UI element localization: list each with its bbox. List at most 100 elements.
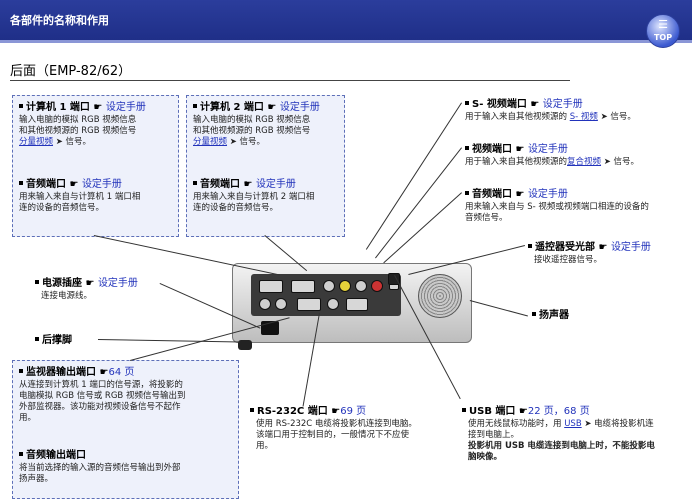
- leader-line: [93, 235, 280, 276]
- rs232-title: RS-232C 端口: [257, 406, 328, 417]
- audio-l-connector: [355, 280, 367, 292]
- audio-out-desc-1: 将当前选择的输入源的音频信号输出到外部: [19, 463, 181, 473]
- rear-port-panel: [251, 274, 401, 316]
- link-arrow-icon: ➤: [603, 157, 611, 167]
- top-button-label: TOP: [653, 33, 673, 42]
- rear-foot-graphic: [238, 340, 252, 350]
- monitor-out-connector: [297, 298, 321, 311]
- projector-rear-illustration: [232, 263, 472, 343]
- audio-r-connector: [371, 280, 383, 292]
- usb-desc: 使用无线鼠标功能时，用: [468, 419, 565, 429]
- video-connector: [339, 280, 351, 292]
- monitor-out-desc-4: 用。: [19, 413, 37, 423]
- link-arrow-icon: ➤: [229, 137, 237, 147]
- page-header-title: 各部件的名称和作用: [10, 14, 109, 27]
- usb-item: USB 端口 ☛22 页，68 页 使用无线鼠标功能时，用 USB ➤ 电缆将投…: [462, 405, 690, 463]
- hand-pointer-icon: ☛: [69, 179, 79, 190]
- computer2-port-desc-1: 输入电脑的模拟 RGB 视频信息: [193, 115, 311, 125]
- video-title: 视频端口: [472, 144, 512, 155]
- link-arrow-icon: ➤: [600, 112, 608, 122]
- audio3-title: 音频端口: [472, 189, 512, 200]
- computer1-port-desc-tail: 信号。: [65, 137, 92, 147]
- speaker-item: 扬声器: [532, 309, 612, 322]
- power-title: 电源插座: [42, 278, 82, 289]
- hand-pointer-icon: ☛: [243, 179, 253, 190]
- usb-desc-tail: 电缆将投影机连: [591, 419, 654, 429]
- monitor-out-desc-1: 从连接到计算机 1 端口的信号源，将投影的: [19, 380, 183, 390]
- audio2-ref-link[interactable]: 设定手册: [255, 179, 296, 190]
- rs232-desc-1: 使用 RS-232C 电缆将投影机连接到电脑。: [256, 419, 417, 429]
- audio2-item: 音频端口 ☛ 设定手册 用来输入来自与计算机 2 端口相 连的设备的音频信号。: [193, 178, 343, 214]
- usb-note-2: 脑映像。: [468, 452, 503, 462]
- audio-out-desc-2: 扬声器。: [19, 474, 54, 484]
- computer2-port-ref-link[interactable]: 设定手册: [279, 102, 320, 113]
- link-arrow-icon: ➤: [584, 419, 592, 429]
- monitor-out-ref-link[interactable]: 64 页: [108, 367, 135, 378]
- rs232-ref-link[interactable]: 69 页: [340, 406, 367, 417]
- video-ref-link[interactable]: 设定手册: [527, 144, 568, 155]
- remote-receiver-item: 遥控器受光部 ☛ 设定手册 接收遥控器信号。: [528, 241, 688, 266]
- computer1-port-desc-1: 输入电脑的模拟 RGB 视频信息: [19, 115, 137, 125]
- power-ref-link[interactable]: 设定手册: [97, 278, 138, 289]
- leader-line: [365, 102, 462, 250]
- remote-title: 遥控器受光部: [535, 242, 595, 253]
- audio1-desc-1: 用来输入来自与计算机 1 端口相: [19, 192, 141, 202]
- audio2-title: 音频端口: [200, 179, 240, 190]
- rear-foot-title: 后撑脚: [42, 335, 72, 346]
- audio1-item: 音频端口 ☛ 设定手册 用来输入来自与计算机 1 端口相 连的设备的音频信号。: [19, 178, 177, 214]
- computer2-connector: [291, 280, 315, 293]
- computer1-port-ref-link[interactable]: 设定手册: [105, 102, 146, 113]
- monitor-out-item: 监视器输出端口 ☛64 页 从连接到计算机 1 端口的信号源，将投影的 电脑模拟…: [19, 366, 234, 424]
- svideo-link[interactable]: S- 视频: [569, 112, 598, 122]
- usb-link[interactable]: USB: [564, 419, 582, 429]
- hand-pointer-icon: ☛: [93, 102, 103, 113]
- computer1-connector: [259, 280, 283, 293]
- audio-out-connector: [327, 298, 339, 310]
- computer1-port-desc-2: 和其他视频源的 RGB 视频信号: [19, 126, 137, 136]
- section-divider: [10, 80, 570, 81]
- video-desc: 用于输入来自其他视频源的: [465, 157, 568, 167]
- video-item: 视频端口 ☛ 设定手册 用于输入来自其他视频源的复合视频 ➤ 信号。: [465, 143, 690, 168]
- audio2-desc-1: 用来输入来自与计算机 2 端口相: [193, 192, 315, 202]
- computer2-port-desc-tail: 信号。: [239, 137, 266, 147]
- usb-ref-link[interactable]: 22 页，68 页: [527, 406, 590, 417]
- audio-out-item: 音频输出端口 将当前选择的输入源的音频信号输出到外部 扬声器。: [19, 449, 234, 485]
- computer2-port-title: 计算机 2 端口: [200, 102, 264, 113]
- svideo-ref-link[interactable]: 设定手册: [542, 99, 583, 110]
- computer2-port-item: 计算机 2 端口 ☛ 设定手册 输入电脑的模拟 RGB 视频信息 和其他视频源的…: [193, 101, 343, 148]
- usb-desc-2: 接到电脑上。: [468, 430, 520, 440]
- top-button[interactable]: ☰ TOP: [646, 14, 680, 48]
- component-video-link[interactable]: 分量视频: [19, 137, 54, 147]
- svideo-desc-tail: 信号。: [607, 112, 636, 122]
- monitor-audio-out-box: 监视器输出端口 ☛64 页 从连接到计算机 1 端口的信号源，将投影的 电脑模拟…: [12, 360, 239, 499]
- audio3-ref-link[interactable]: 设定手册: [527, 189, 568, 200]
- component-video-link[interactable]: 分量视频: [193, 137, 228, 147]
- power-desc: 连接电源线。: [41, 291, 93, 301]
- speaker-title: 扬声器: [539, 310, 569, 321]
- audio1-title: 音频端口: [26, 179, 66, 190]
- svideo-item: S- 视频端口 ☛ 设定手册 用于输入来自其他视频源的 S- 视频 ➤ 信号。: [465, 98, 690, 123]
- header-underline: [0, 40, 692, 43]
- hand-pointer-icon: ☛: [99, 367, 109, 378]
- audio1-connector: [259, 298, 271, 310]
- hand-pointer-icon: ☛: [85, 278, 95, 289]
- audio2-connector: [275, 298, 287, 310]
- audio1-desc-2: 连的设备的音频信号。: [19, 203, 105, 213]
- svideo-desc: 用于输入来自其他视频源的: [465, 112, 570, 122]
- svideo-connector: [323, 280, 335, 292]
- composite-video-link[interactable]: 复合视频: [567, 157, 602, 167]
- audio3-desc-2: 音频信号。: [465, 213, 508, 223]
- rs232-item: RS-232C 端口 ☛69 页 使用 RS-232C 电缆将投影机连接到电脑。…: [250, 405, 450, 452]
- remote-desc: 接收遥控器信号。: [534, 255, 603, 265]
- audio3-item: 音频端口 ☛ 设定手册 用来输入来自与 S- 视频或视频端口相连的设备的 音频信…: [465, 188, 690, 224]
- audio-out-title: 音频输出端口: [26, 450, 86, 461]
- computer2-port-desc-2: 和其他视频源的 RGB 视频信号: [193, 126, 311, 136]
- leader-line: [469, 300, 528, 317]
- hand-pointer-icon: ☛: [515, 189, 525, 200]
- audio1-ref-link[interactable]: 设定手册: [81, 179, 122, 190]
- section-title: 后面（EMP-82/62）: [10, 64, 132, 79]
- book-icon: ☰: [658, 18, 668, 31]
- hand-pointer-icon: ☛: [518, 406, 528, 417]
- computer1-port-item: 计算机 1 端口 ☛ 设定手册 输入电脑的模拟 RGB 视频信息 和其他视频源的…: [19, 101, 177, 148]
- remote-ref-link[interactable]: 设定手册: [610, 242, 651, 253]
